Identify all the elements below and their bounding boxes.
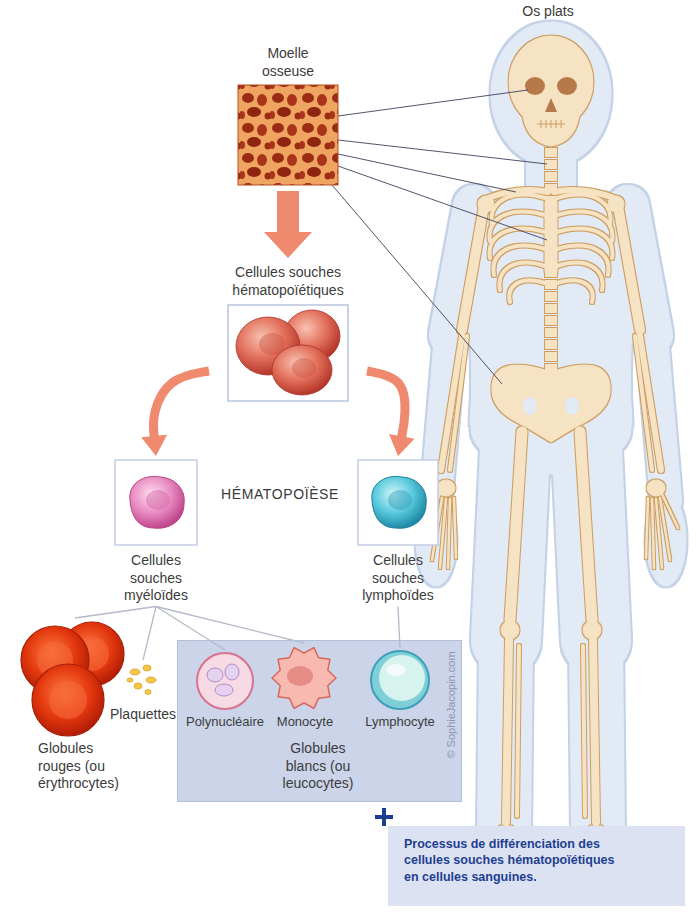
platelets xyxy=(127,665,156,695)
cell-nucleus xyxy=(292,358,316,378)
connector-line xyxy=(367,371,405,437)
connector-line xyxy=(153,371,209,437)
cell-nucleus xyxy=(379,655,425,701)
flow-arrow xyxy=(367,371,415,456)
marrow-texture xyxy=(238,85,338,185)
platelet-group: Plaquettes xyxy=(109,662,177,724)
connector-line xyxy=(277,191,299,233)
leader-line xyxy=(338,90,528,116)
eye-socket xyxy=(557,77,577,95)
marrow-sample: Moelle osseuse xyxy=(238,45,338,185)
nucleus-lobe xyxy=(207,668,223,682)
lineage-line xyxy=(156,607,225,651)
node-label: Cellules souches lymphoïdes xyxy=(353,552,443,605)
platelet xyxy=(145,690,151,695)
node-label: Cellules souches myéloïdes xyxy=(111,552,201,605)
arrow-head xyxy=(141,435,167,456)
nasal-cavity xyxy=(545,98,557,112)
node-label: Cellules souches hématopoïétiques xyxy=(213,264,363,299)
cell-nucleus xyxy=(287,666,313,686)
node-label: Moelle osseuse xyxy=(248,45,328,80)
node-label: Monocyte xyxy=(274,714,336,730)
leader-lines xyxy=(332,90,547,384)
red-blood-cell xyxy=(32,664,104,736)
cell-frame xyxy=(358,460,438,545)
monocyte-cell: Monocyte xyxy=(270,645,338,730)
lineage-line xyxy=(75,607,156,619)
leader-line xyxy=(338,154,516,192)
platelet xyxy=(127,678,133,682)
caption: Processus de différenciation des cellule… xyxy=(404,836,622,885)
caption-box: Processus de différenciation des cellule… xyxy=(388,826,685,906)
skeleton-outline xyxy=(424,36,678,871)
nucleus-lobe xyxy=(225,664,239,680)
connector-line xyxy=(143,607,156,661)
myeloid-cell-box: Cellules souches myéloïdes xyxy=(111,460,201,605)
copyright-watermark: © SophieJacopin.com xyxy=(445,651,458,758)
connector-line xyxy=(398,607,400,649)
body-silhouette xyxy=(416,22,686,882)
platelet xyxy=(130,669,140,675)
polynuclear-body xyxy=(197,653,253,709)
copyright-watermark: © SophieJacopin.com xyxy=(445,651,458,758)
connector-line xyxy=(75,607,156,619)
myeloid-cell xyxy=(130,476,184,528)
platelet xyxy=(146,677,156,683)
node-label: Lymphocyte xyxy=(362,714,438,730)
lineage-line xyxy=(143,607,156,661)
plus-icon xyxy=(375,808,393,826)
node-label: Polynucléaire xyxy=(178,714,272,730)
arrow-head xyxy=(264,232,312,258)
lymphocyte-body xyxy=(371,651,429,709)
lymphoid-cell xyxy=(372,476,426,528)
cell-frame xyxy=(228,305,348,401)
bone-group-label: Os plats xyxy=(522,3,573,20)
highlight xyxy=(386,664,406,676)
lymphocyte-cell: Lymphocyte xyxy=(362,650,438,730)
lineage-line xyxy=(156,607,304,644)
platelet xyxy=(134,683,142,689)
lymphoid-cell-box: Cellules souches lymphoïdes xyxy=(353,460,443,605)
node-label: Plaquettes xyxy=(109,706,177,724)
monocyte-body xyxy=(272,648,336,709)
cell-nucleus xyxy=(388,490,412,510)
flow-arrow xyxy=(141,371,209,456)
polynuclear-cell: Polynucléaire xyxy=(178,652,272,730)
panel-ground xyxy=(177,640,462,802)
lineage-line xyxy=(398,607,400,649)
stem-cell xyxy=(272,345,332,395)
node-label: Globules blancs (ou leucocytes) xyxy=(270,740,366,793)
flow-arrow xyxy=(264,191,312,258)
cell-nucleus xyxy=(259,333,285,355)
pelvis-hole xyxy=(523,397,537,415)
teeth xyxy=(537,120,565,128)
pelvis-hole xyxy=(565,397,579,415)
skeleton xyxy=(424,36,678,871)
body-outline xyxy=(416,22,686,882)
arrow-head xyxy=(389,434,415,456)
process-title: HÉMATOPOÏÈSE xyxy=(221,486,339,503)
stem-cell-box: Cellules souches hématopoïétiques xyxy=(213,264,363,401)
connector-line xyxy=(156,607,225,651)
cell-center xyxy=(49,681,87,719)
white-cell-panel: Globules blancs (ou leucocytes) Polynuclé… xyxy=(177,640,462,802)
bone-group-label: Os plats xyxy=(522,3,573,20)
process-title: HÉMATOPOÏÈSE xyxy=(221,486,339,503)
nucleus-lobe xyxy=(215,684,233,696)
leader-line xyxy=(332,185,502,384)
cell-nucleus xyxy=(146,490,170,510)
eye-socket xyxy=(525,77,545,95)
cell-frame xyxy=(115,460,197,545)
platelet xyxy=(143,665,151,671)
connector-line xyxy=(156,607,304,644)
node-label: Globules rouges (ou érythrocytes) xyxy=(38,740,130,793)
